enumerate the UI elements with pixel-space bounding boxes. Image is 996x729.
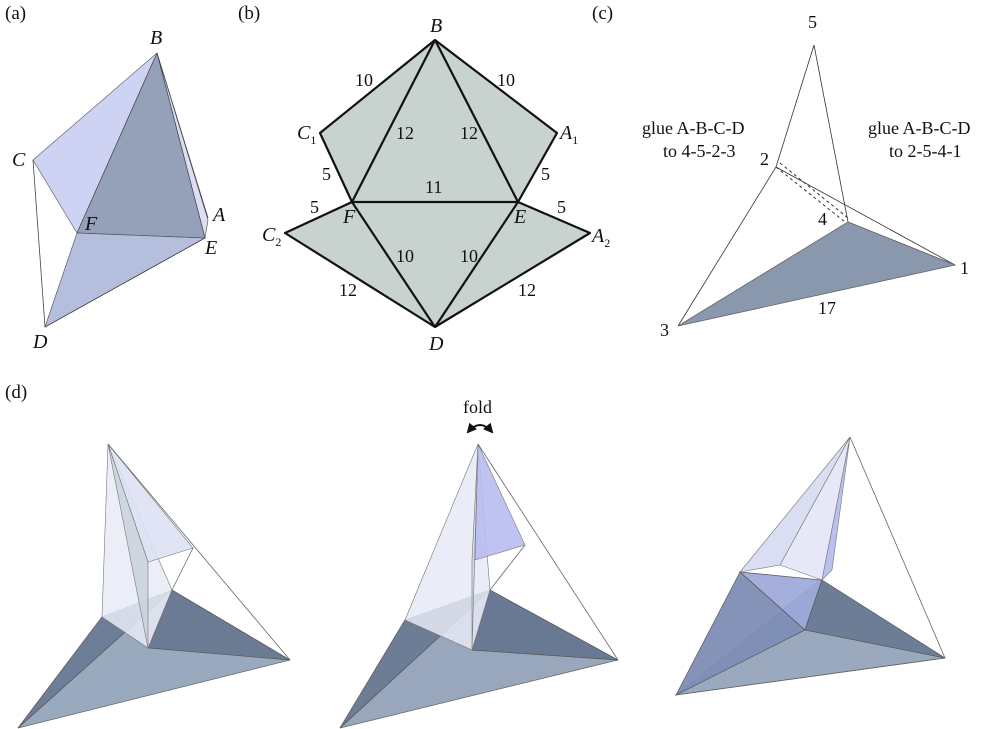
panel-b-label: (b) — [238, 3, 260, 24]
glue-right-line1: glue A-B-C-D — [868, 118, 971, 138]
net-edge-BE — [434, 39, 519, 203]
vertex-b-C1: C1 — [297, 122, 316, 147]
point-c-2: 2 — [760, 149, 769, 169]
length-BF: 12 — [396, 123, 414, 143]
point-c-4: 4 — [818, 209, 827, 229]
fold-label: fold — [463, 397, 492, 417]
dash-c-2to4b — [779, 162, 849, 219]
point-c-3: 3 — [660, 320, 669, 340]
panel-b: (b) B C1 A1 C2 A2 F E D 10 10 12 12 5 5 … — [238, 3, 610, 355]
length-BE: 12 — [460, 123, 478, 143]
panel-d-label: (d) — [5, 382, 27, 403]
vertex-a-D: D — [32, 331, 48, 353]
net-edge-ED — [434, 201, 519, 328]
net-edge-FD — [351, 201, 436, 328]
length-EA2: 5 — [557, 197, 566, 217]
panel-d-model-left — [17, 443, 291, 729]
glue-left-line2: to 4-5-2-3 — [663, 141, 735, 161]
length-FE: 11 — [425, 177, 442, 197]
length-C2F: 5 — [310, 197, 319, 217]
d3-blue-spike — [821, 436, 851, 581]
length-C2D: 12 — [339, 280, 357, 300]
d1-dark-right — [147, 589, 291, 661]
length-A1E: 5 — [541, 164, 550, 184]
length-FD: 10 — [396, 246, 414, 266]
glue-left-line1: glue A-B-C-D — [642, 118, 745, 138]
dash-c-2to4 — [775, 166, 846, 223]
d2-dark-right — [471, 589, 619, 661]
panel-c-label: (c) — [592, 3, 613, 24]
length-BC1: 10 — [355, 70, 373, 90]
panel-c: (c) 5 2 4 1 3 17 glue A-B-C-D to 4-5-2-3… — [592, 3, 971, 340]
vertex-b-C2: C2 — [262, 224, 281, 249]
edge-a-BA — [156, 52, 209, 219]
net-edge-BF — [351, 39, 436, 203]
d1-mid — [107, 443, 149, 649]
d3-light-mid — [739, 436, 851, 573]
d3-wire2 — [675, 657, 946, 696]
d2-wire1 — [477, 443, 619, 661]
face-c-dark — [677, 221, 957, 327]
d3-dark-right — [804, 579, 946, 659]
vertex-b-D: D — [428, 333, 444, 355]
fold-arrow-icon — [466, 422, 494, 434]
panel-d-model-right — [674, 436, 947, 696]
vertex-b-A1: A1 — [558, 122, 578, 147]
face-a-sliver — [44, 232, 206, 328]
vertex-a-C: C — [12, 149, 26, 171]
vertex-a-E: E — [204, 237, 217, 259]
panel-a-label: (a) — [5, 3, 26, 24]
vertex-b-E: E — [513, 206, 526, 228]
panel-a: (a) B C F A E D — [5, 3, 226, 353]
length-A2D: 12 — [518, 280, 536, 300]
point-c-1: 1 — [960, 258, 969, 278]
d2-wire3 — [339, 619, 406, 729]
edge-a-CD — [32, 159, 46, 328]
edge-c-17: 17 — [818, 298, 836, 318]
vertex-b-F: F — [342, 206, 356, 228]
edge-a-DE — [44, 237, 206, 328]
vertex-a-F: F — [84, 213, 98, 235]
d1-wire2 — [171, 547, 194, 591]
d1-wire3 — [17, 616, 103, 729]
panel-d-model-middle: fold — [339, 397, 619, 729]
vertex-a-A: A — [211, 204, 226, 226]
d3-wire1 — [849, 436, 946, 659]
d2-wire2 — [489, 544, 526, 591]
length-C1F: 5 — [322, 164, 331, 184]
length-BA1: 10 — [497, 70, 515, 90]
length-ED: 10 — [460, 246, 478, 266]
vertex-b-A2: A2 — [590, 225, 610, 250]
d2-blue-wing — [474, 443, 526, 561]
d2-mid — [471, 443, 479, 651]
d1-wire1 — [107, 443, 291, 661]
vertex-b-B: B — [430, 15, 442, 37]
vertex-a-B: B — [150, 27, 162, 49]
point-c-5: 5 — [808, 12, 817, 32]
glue-right-line2: to 2-5-4-1 — [889, 141, 961, 161]
